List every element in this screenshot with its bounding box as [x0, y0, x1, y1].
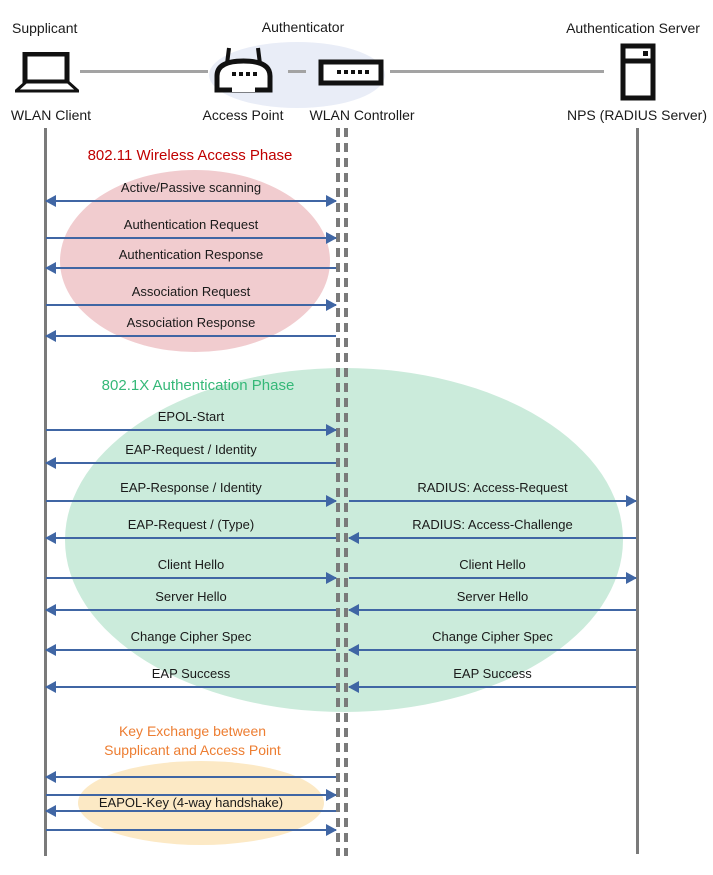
message-label: EPOL-Start	[157, 409, 225, 424]
message-label: EAP Success	[453, 666, 532, 681]
arrowhead-left-icon	[45, 604, 56, 616]
message-arrow	[349, 572, 637, 584]
message-arrow	[45, 532, 336, 544]
server-tower-icon	[620, 43, 656, 101]
connector-client-ap	[80, 70, 208, 73]
arrowhead-right-icon	[326, 195, 337, 207]
arrowhead-left-icon	[45, 330, 56, 342]
connector-controller-server	[390, 70, 604, 73]
message-label: Client Hello	[157, 557, 225, 572]
message-label: Change Cipher Spec	[432, 629, 553, 644]
arrowhead-right-icon	[326, 299, 337, 311]
message-arrow	[45, 330, 336, 342]
arrowhead-right-icon	[326, 424, 337, 436]
message-arrow	[45, 457, 336, 469]
laptop-icon	[15, 52, 79, 93]
arrowhead-left-icon	[348, 532, 359, 544]
controller-lifeline-right	[344, 128, 348, 856]
message-arrow	[348, 681, 636, 693]
role-label-authenticator: Authenticator	[261, 19, 345, 35]
arrowhead-left-icon	[348, 604, 359, 616]
arrowhead-right-icon	[326, 495, 337, 507]
message-label: Association Request	[131, 284, 251, 299]
arrowhead-left-icon	[348, 681, 359, 693]
phase-title-key-exchange-line2: Supplicant and Access Point	[104, 742, 281, 758]
arrowhead-right-icon	[326, 232, 337, 244]
controller-lifeline-left	[336, 128, 340, 856]
server-lifeline	[636, 128, 639, 854]
message-arrow	[45, 262, 336, 274]
message-label: Authentication Request	[123, 217, 259, 232]
message-label: Authentication Response	[118, 247, 264, 262]
arrowhead-left-icon	[45, 532, 56, 544]
arrowhead-left-icon	[45, 457, 56, 469]
message-arrow	[348, 604, 636, 616]
message-label: EAP-Request / (Type)	[127, 517, 255, 532]
arrowhead-left-icon	[45, 262, 56, 274]
phase-title-key-exchange-line1: Key Exchange between	[118, 723, 267, 739]
message-arrow	[348, 532, 636, 544]
message-arrow	[45, 681, 336, 693]
message-label: EAPOL-Key (4-way handshake)	[98, 795, 284, 810]
phase-title-8021x: 802.1X Authentication Phase	[101, 377, 295, 394]
device-label-wlan-client: WLAN Client	[10, 107, 92, 123]
message-label: Change Cipher Spec	[130, 629, 252, 644]
arrowhead-right-icon	[326, 824, 337, 836]
message-label: Association Response	[126, 315, 256, 330]
message-label: Server Hello	[155, 589, 227, 604]
message-arrow	[45, 604, 336, 616]
message-label: EAP-Response / Identity	[120, 480, 262, 495]
connector-ap-controller	[288, 70, 306, 73]
arrowhead-left-icon	[45, 681, 56, 693]
message-arrow	[45, 805, 336, 817]
message-arrow	[348, 644, 636, 656]
wireless-router-icon	[214, 47, 273, 93]
arrowhead-left-icon	[45, 644, 56, 656]
controller-box-icon	[318, 59, 384, 86]
message-arrow	[46, 572, 337, 584]
message-arrow	[349, 495, 637, 507]
phase-title-80211: 802.11 Wireless Access Phase	[87, 147, 293, 164]
device-label-wlan-controller: WLAN Controller	[309, 107, 415, 123]
arrowhead-left-icon	[45, 195, 56, 207]
message-label: Server Hello	[456, 589, 529, 604]
message-label: RADIUS: Access-Challenge	[412, 517, 573, 532]
message-label: Active/Passive scanning	[120, 180, 262, 195]
arrowhead-left-icon	[348, 644, 359, 656]
message-arrow	[45, 644, 336, 656]
arrowhead-left-icon	[45, 771, 56, 783]
arrowhead-right-icon	[626, 572, 637, 584]
message-arrow	[46, 299, 337, 311]
message-arrow	[46, 232, 337, 244]
message-label: RADIUS: Access-Request	[417, 480, 568, 495]
message-arrow	[46, 424, 337, 436]
message-label: Client Hello	[459, 557, 526, 572]
device-label-nps-radius-server: NPS (RADIUS Server)	[566, 107, 708, 123]
message-label: EAP Success	[151, 666, 231, 681]
supplicant-lifeline	[44, 128, 47, 856]
message-arrow	[45, 771, 336, 783]
role-label-supplicant: Supplicant	[12, 20, 78, 36]
arrowhead-right-icon	[626, 495, 637, 507]
arrowhead-right-icon	[326, 789, 337, 801]
message-label: EAP-Request / Identity	[125, 442, 257, 457]
arrowhead-left-icon	[45, 805, 56, 817]
phase-ellipse-key-exchange	[78, 761, 324, 845]
message-arrow	[46, 824, 337, 836]
message-arrow	[46, 789, 337, 801]
device-label-access-point: Access Point	[202, 107, 284, 123]
role-label-authentication-server: Authentication Server	[566, 20, 700, 36]
message-arrow	[45, 195, 337, 207]
message-arrow	[46, 495, 337, 507]
arrowhead-right-icon	[326, 572, 337, 584]
